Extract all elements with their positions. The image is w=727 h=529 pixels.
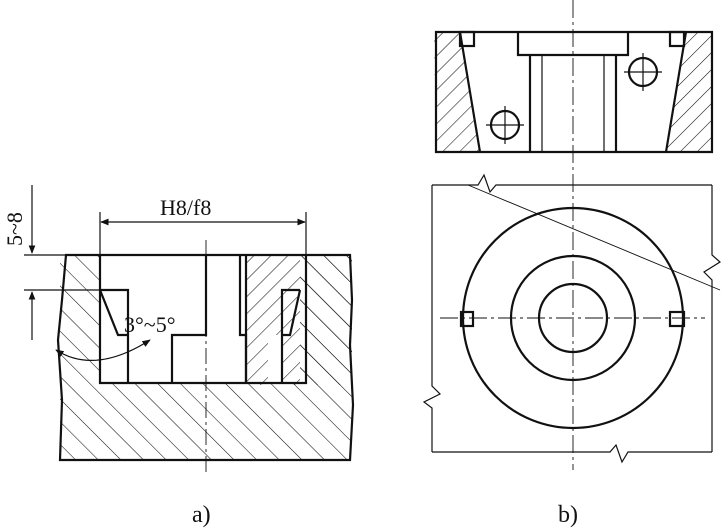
angle-arc [55,339,151,361]
counterbore-outline [98,255,308,385]
bore-step [516,32,630,152]
key-right-top [668,30,686,48]
diagonal-axis-b [467,184,721,291]
insert-right-profile [280,288,302,383]
caption-b: b) [558,502,578,528]
key-left-top [458,30,476,48]
figure-b-section-view: b) [422,0,722,528]
plan-frame [422,173,722,464]
ring-left-taper [458,31,482,153]
key-left-plan [459,310,475,328]
ring-left-hatched [434,32,480,152]
ring-right-taper [664,31,688,153]
bore-inner-lines [541,55,605,152]
angle-label: 3°~5° [124,312,176,337]
fit-label: H8/f8 [160,195,211,220]
key-right-plan [668,310,686,328]
ring-section-outline [434,30,714,154]
ring-right-hatched [666,32,712,152]
base-block-body [60,255,352,460]
depth-label: 5~8 [2,212,27,246]
caption-a: a) [192,502,211,528]
base-block-outline [56,253,355,462]
figure-a-section-view: H8/f8 5~8 3°~5° a) [2,185,355,528]
insert-hatched-section [246,255,300,385]
